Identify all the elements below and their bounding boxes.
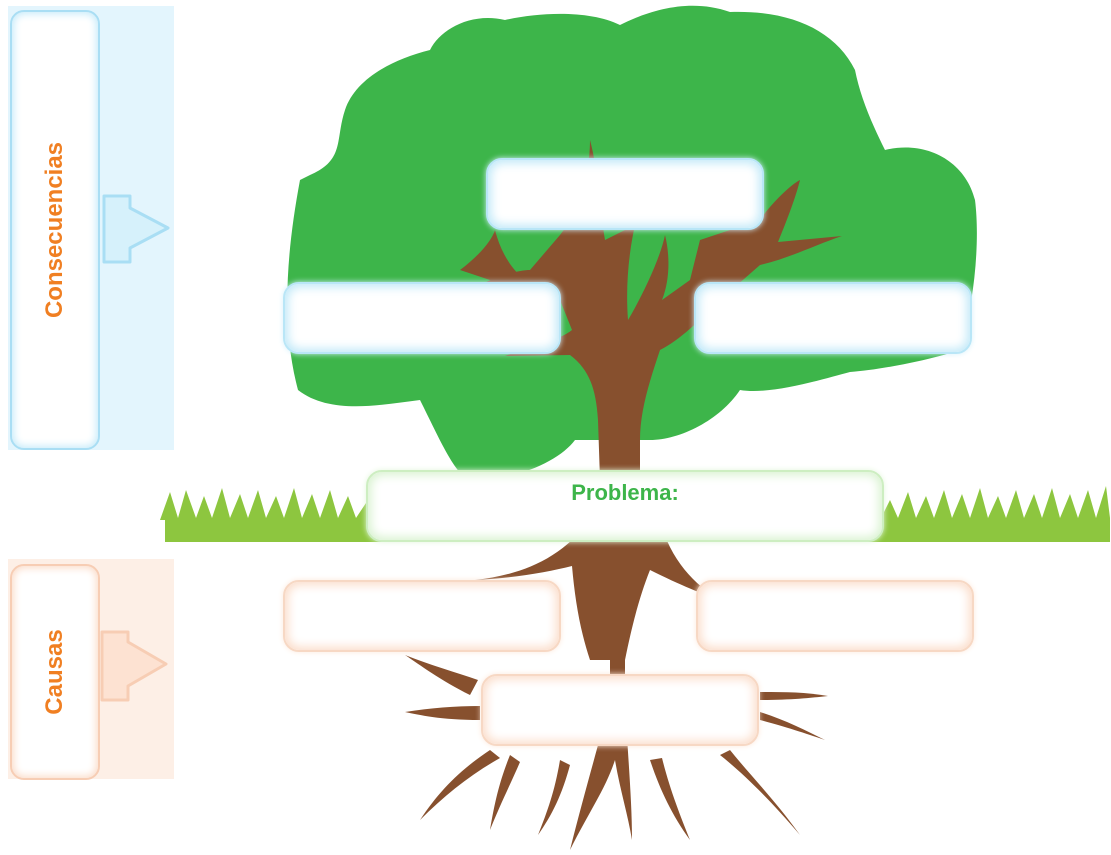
cause-box-left[interactable]: [283, 580, 561, 652]
causes-label: Causas: [41, 629, 68, 715]
consequence-box-right[interactable]: [694, 282, 972, 354]
problem-box[interactable]: Problema:: [366, 470, 884, 542]
consequences-arrow-icon: [102, 194, 170, 264]
cause-box-bottom[interactable]: [481, 674, 759, 746]
consequence-box-top[interactable]: [486, 158, 764, 230]
cause-box-right[interactable]: [696, 580, 974, 652]
consequences-label: Consecuencias: [41, 141, 68, 319]
causes-arrow-icon: [100, 630, 168, 702]
tree-foliage: [287, 5, 977, 480]
problem-label: Problema:: [571, 480, 679, 505]
consequences-label-box: Consecuencias: [10, 10, 100, 450]
consequence-box-left[interactable]: [283, 282, 561, 354]
causes-label-box: Causas: [10, 564, 100, 780]
